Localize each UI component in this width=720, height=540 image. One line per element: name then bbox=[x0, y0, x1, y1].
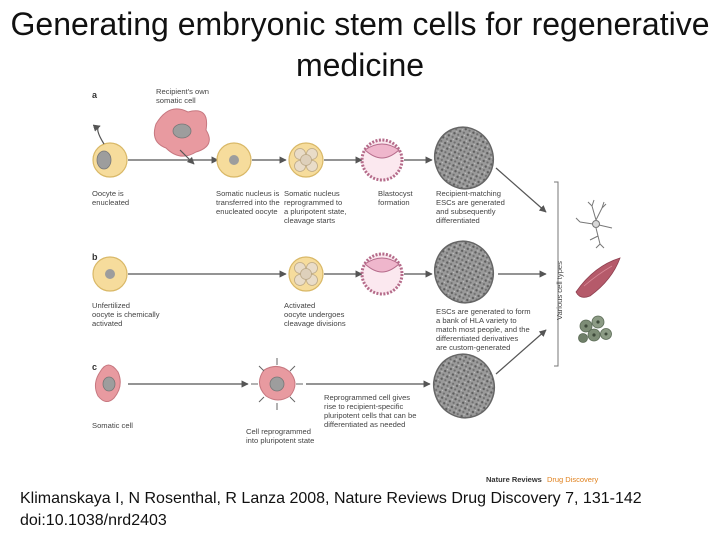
reprogrammed-cell-label: Reprogrammed cell gives rise to recipien… bbox=[324, 393, 419, 429]
arrow-nucleus-removed bbox=[92, 124, 105, 145]
various-cell-types-label: Various cell types bbox=[555, 261, 564, 320]
esc-colony-a bbox=[434, 126, 494, 190]
reprogrammed-cell-c bbox=[251, 358, 303, 410]
somatic-label: Somatic cell bbox=[92, 421, 133, 430]
arrow-nucleus-transfer bbox=[179, 149, 195, 165]
oocyte-enucleated-label: Oocyte is enucleated bbox=[92, 189, 129, 207]
arrow-diff-a bbox=[495, 167, 547, 213]
panel-label-a: a bbox=[92, 90, 98, 100]
esc-colony-b bbox=[434, 240, 494, 304]
oocyte-unfertilized bbox=[92, 256, 128, 292]
esc-colony-c bbox=[433, 353, 495, 419]
panel-label-c: c bbox=[92, 362, 97, 372]
scnt-diagram: a b c Recipient's own somatic cell Oocyt… bbox=[92, 87, 621, 484]
blastocyst-label: Blastocyst formation bbox=[378, 189, 415, 207]
bracket bbox=[554, 181, 559, 367]
escs-bank-label: ESCs are generated to form a bank of HLA… bbox=[436, 307, 533, 352]
cell-cluster-icon bbox=[578, 315, 612, 343]
activated-label: Activated oocyte undergoes cleavage divi… bbox=[284, 301, 347, 328]
muscle-cell-icon bbox=[575, 257, 621, 298]
blastocyst-a bbox=[360, 138, 404, 182]
reprogrammed-label: Somatic nucleus reprogrammed to a plurip… bbox=[284, 189, 349, 225]
oocyte-with-transferred-nucleus bbox=[216, 142, 252, 178]
panel-label-b: b bbox=[92, 252, 98, 262]
somatic-cell-c bbox=[94, 364, 121, 402]
escs-recipient-label: Recipient-matching ESCs are generated an… bbox=[436, 189, 507, 225]
unfertilized-label: Unfertilized oocyte is chemically activa… bbox=[92, 301, 162, 328]
page-title: Generating embryonic stem cells for rege… bbox=[10, 6, 710, 83]
recipient-somatic-cell bbox=[153, 108, 210, 157]
recipient-label: Recipient's own somatic cell bbox=[156, 87, 211, 105]
blastocyst-b bbox=[360, 252, 404, 296]
journal-credit: Nature Reviews Drug Discovery bbox=[486, 475, 598, 484]
oocyte-enucleated bbox=[92, 142, 128, 178]
nucleus-transferred-label: Somatic nucleus is transferred into the … bbox=[216, 189, 282, 216]
cleavage-embryo-a bbox=[288, 142, 324, 178]
cell-reprogrammed-label: Cell reprogrammed into pluripotent state bbox=[246, 427, 314, 445]
cleavage-embryo-b bbox=[288, 256, 324, 292]
citation: Klimanskaya I, N Rosenthal, R Lanza 2008… bbox=[20, 490, 642, 529]
arrow-diff-c bbox=[495, 329, 547, 375]
neuron-icon bbox=[575, 199, 613, 249]
